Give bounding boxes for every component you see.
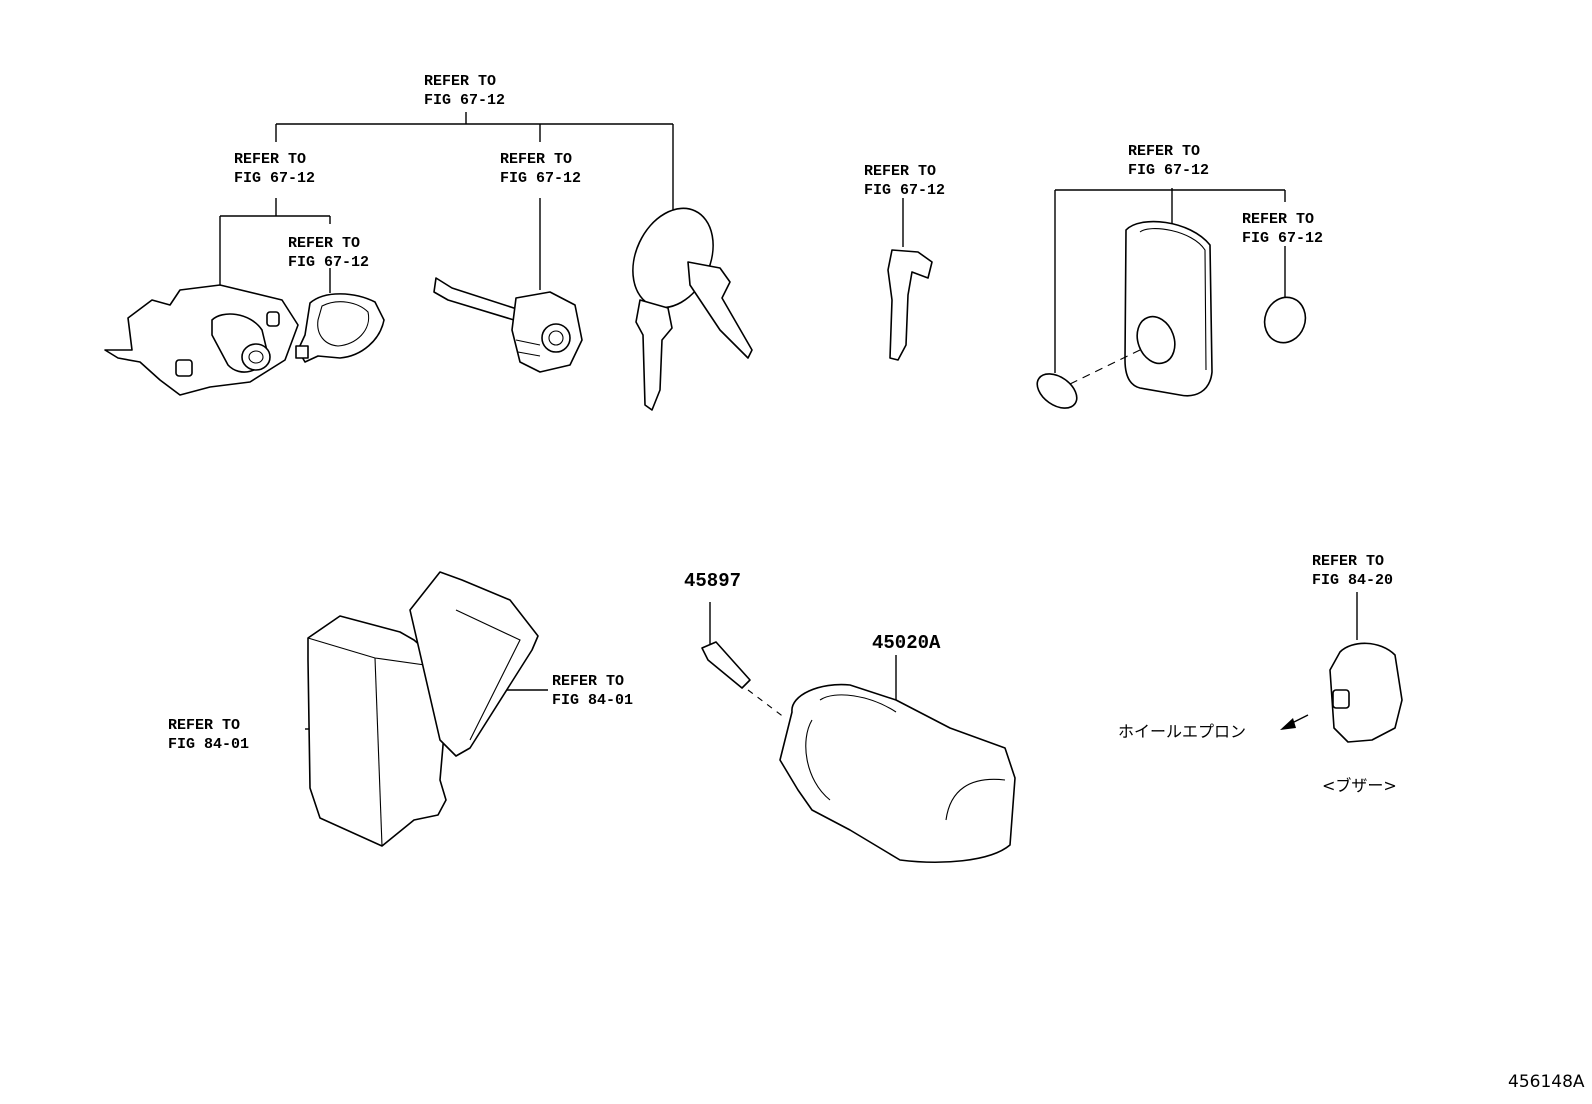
wheel-apron-label: ホイールエプロン bbox=[1118, 722, 1247, 741]
buzzer bbox=[1280, 642, 1403, 743]
part-45897-screw bbox=[701, 641, 786, 719]
part-45020a-cover bbox=[779, 683, 1016, 863]
buzzer-label: <ブザー> bbox=[1322, 776, 1397, 795]
ignition-lock-assembly bbox=[104, 284, 299, 396]
mechanical-key bbox=[887, 249, 933, 361]
lock-gasket bbox=[295, 293, 385, 363]
leader-lines bbox=[219, 112, 1358, 730]
part-number-45020a: 45020A bbox=[872, 632, 941, 654]
door-lock-cylinder bbox=[433, 277, 583, 373]
control-module bbox=[307, 571, 539, 847]
smart-key-fob bbox=[1036, 220, 1307, 409]
figure-reference: 456148A bbox=[1508, 1072, 1585, 1092]
part-number-45897: 45897 bbox=[684, 570, 742, 592]
key-set bbox=[632, 207, 753, 411]
